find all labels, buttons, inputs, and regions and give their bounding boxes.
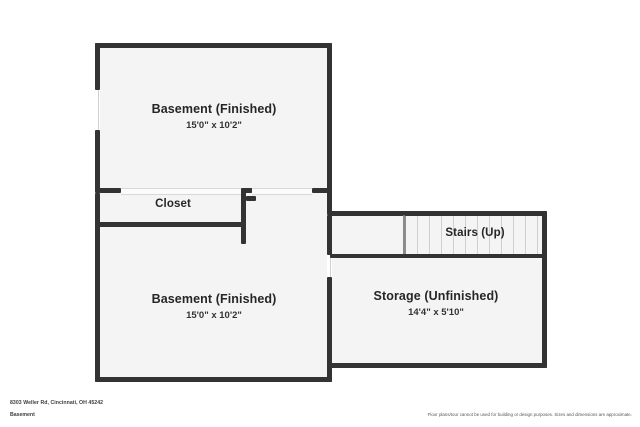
wall-closet-top-left-stub: [99, 188, 121, 193]
property-address: 8303 Weller Rd, Cincinnati, OH 45242: [10, 400, 104, 406]
room-label-stairs: Stairs (Up): [420, 226, 530, 240]
wall-exterior-bottom-left: [95, 377, 332, 382]
door-opening-closet: [121, 188, 244, 195]
room-name: Stairs (Up): [445, 227, 505, 239]
door-opening-basement-storage: [327, 255, 332, 277]
room-fill-stair-alcove: [330, 215, 405, 257]
room-fill-basement-upper: [99, 47, 328, 191]
room-name: Closet: [155, 198, 191, 210]
room-label-storage: Storage (Unfinished) 14'4" x 5'10": [336, 289, 536, 319]
room-fill-hall: [245, 191, 328, 225]
room-fill-closet: [99, 191, 245, 225]
wall-hall-top-right-stub: [312, 188, 332, 193]
room-name: Basement (Finished): [151, 102, 277, 116]
floor-plan-footer: 8303 Weller Rd, Cincinnati, OH 45242 Bas…: [0, 395, 640, 427]
wall-exterior-right-lower: [327, 215, 332, 255]
wall-stairs-bottom: [330, 254, 547, 258]
room-name: Storage (Unfinished): [373, 289, 499, 303]
wall-closet-right-stub: [246, 196, 256, 201]
room-label-closet: Closet: [113, 197, 233, 211]
wall-closet-right: [241, 188, 246, 244]
wall-storage-bottom: [330, 363, 547, 368]
wall-exterior-left-upper: [95, 43, 100, 90]
room-fill-basement-lower: [99, 225, 328, 378]
room-name: Basement (Finished): [151, 292, 277, 306]
room-dimensions: 15'0" x 10'2": [186, 119, 242, 131]
room-dimensions: 15'0" x 10'2": [186, 309, 242, 321]
door-frame-basement-storage: [330, 255, 331, 277]
wall-stair-alcove-divider: [403, 215, 405, 257]
wall-storage-top: [330, 211, 547, 216]
wall-exterior-top: [95, 43, 332, 48]
door-opening-hall: [252, 188, 312, 195]
wall-exterior-left-middle: [95, 130, 100, 193]
wall-exterior-right-bottom: [327, 277, 332, 382]
disclaimer-text: Floor plans/tour cannot be used for buil…: [427, 412, 632, 417]
room-fill-storage: [330, 257, 543, 364]
stairs-tread-area: [405, 215, 543, 257]
wall-exterior-left-lower: [95, 193, 100, 382]
floor-plan-canvas: Basement (Finished) 15'0" x 10'2" Closet…: [95, 43, 547, 382]
window-opening-left: [95, 90, 100, 130]
room-label-basement-lower: Basement (Finished) 15'0" x 10'2": [114, 292, 314, 322]
floor-level-label: Basement: [10, 412, 35, 418]
wall-hall-top-stub: [244, 188, 252, 193]
room-label-basement-upper: Basement (Finished) 15'0" x 10'2": [114, 102, 314, 132]
wall-exterior-right-upper: [327, 43, 332, 215]
window-frame-left: [98, 90, 99, 130]
wall-storage-right: [542, 211, 547, 368]
room-dimensions: 14'4" x 5'10": [408, 306, 464, 318]
wall-closet-bottom: [99, 222, 246, 227]
